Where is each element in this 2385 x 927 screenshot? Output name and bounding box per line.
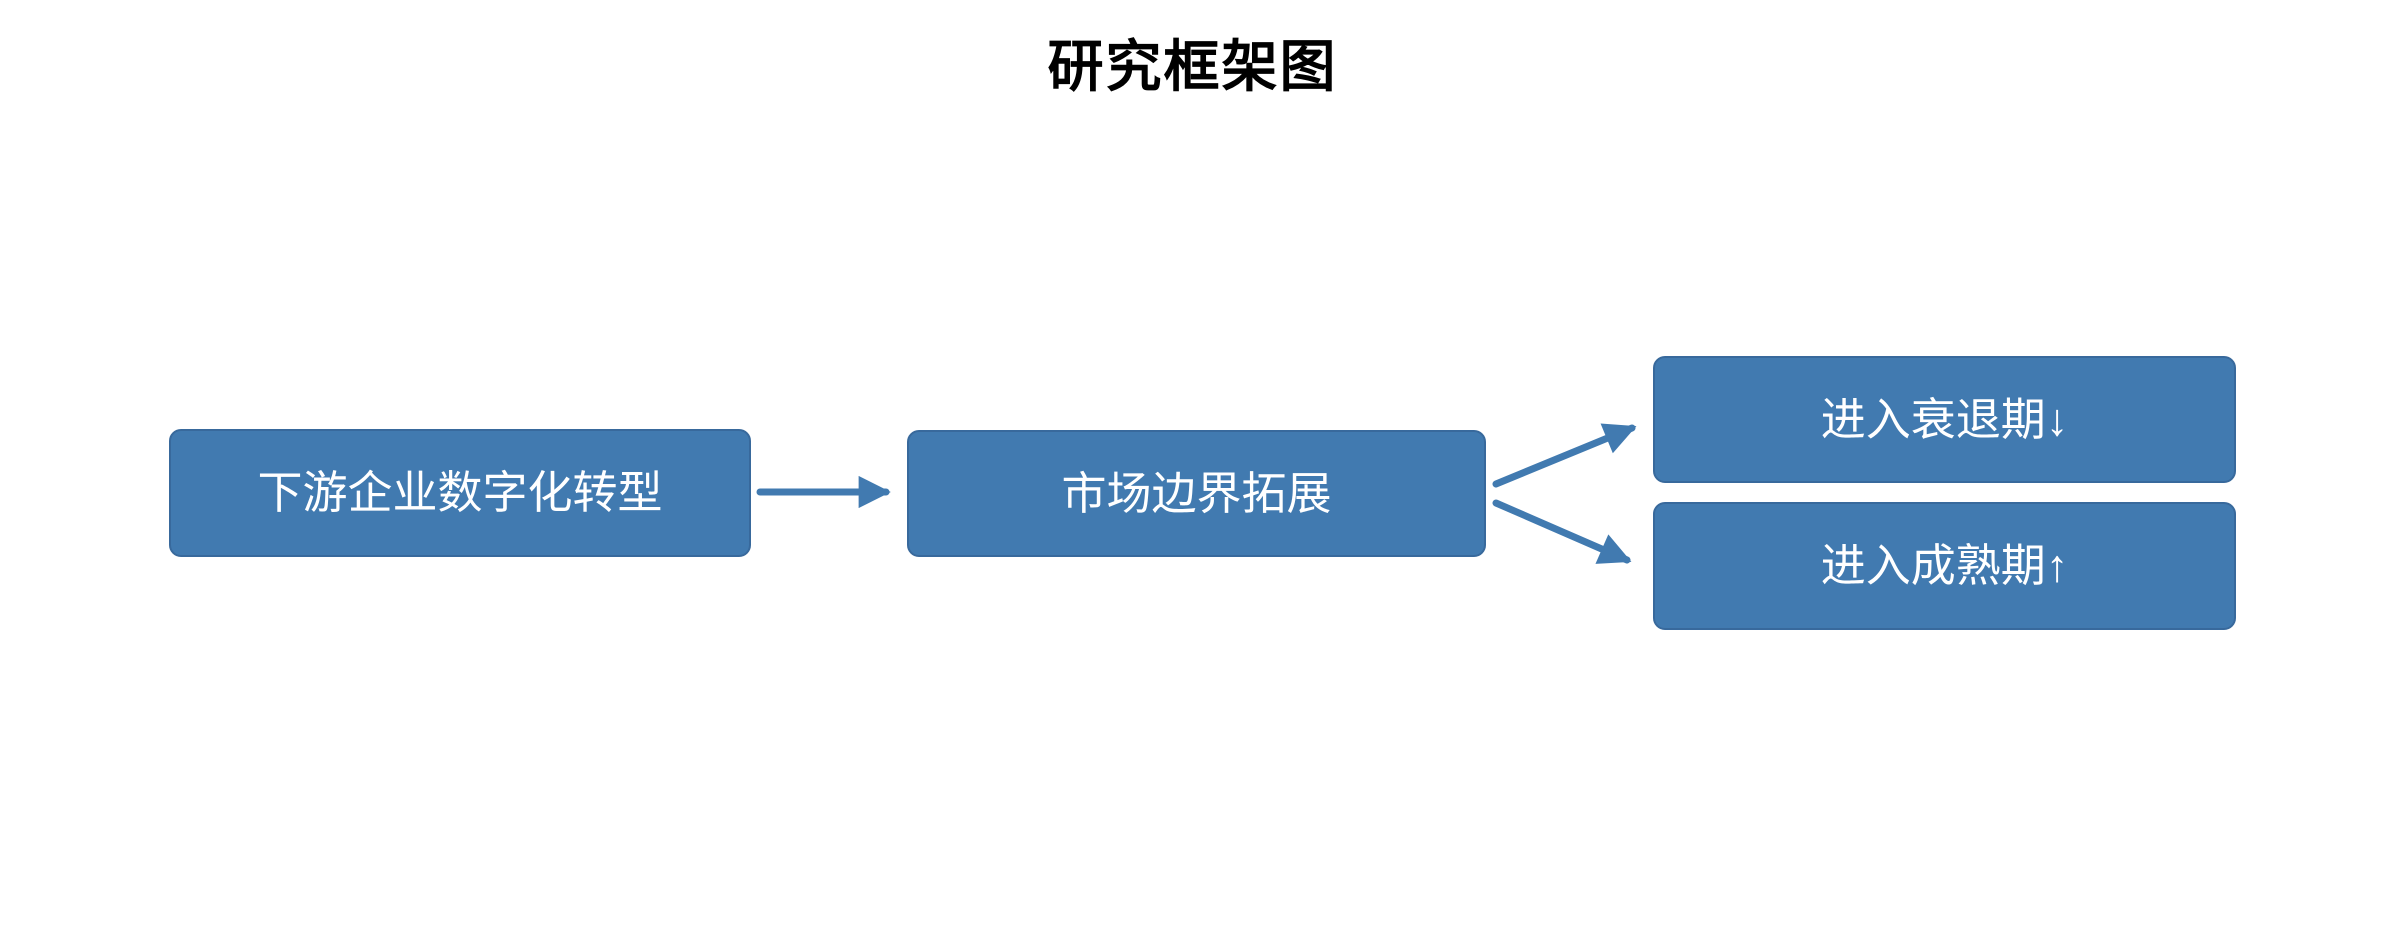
diagram-title: 研究框架图: [1047, 35, 1338, 98]
node-market-boundary-expansion: 市场边界拓展: [907, 430, 1486, 557]
arrow-n2-to-n4: [1492, 499, 1632, 564]
node-downstream-digital-transformation: 下游企业数字化转型: [169, 429, 751, 557]
node-enter-maturity-period: 进入成熟期↑: [1653, 502, 2236, 630]
arrow-n2-to-n3: [1492, 423, 1637, 488]
node-enter-decline-period: 进入衰退期↓: [1653, 356, 2236, 483]
